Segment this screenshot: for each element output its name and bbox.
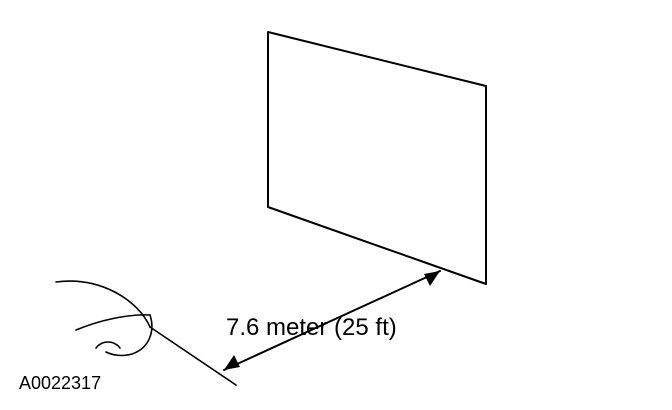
arrowhead-screen-end	[424, 271, 440, 286]
distance-label: 7.6 meter (25 ft)	[226, 314, 397, 341]
headlamp-icon	[95, 341, 121, 349]
figure-id: A0022317	[19, 373, 101, 393]
distance-arrow	[223, 270, 441, 371]
aiming-screen	[267, 31, 487, 285]
vehicle-front-sketch	[55, 280, 237, 386]
arrowhead-vehicle-end	[224, 355, 240, 370]
